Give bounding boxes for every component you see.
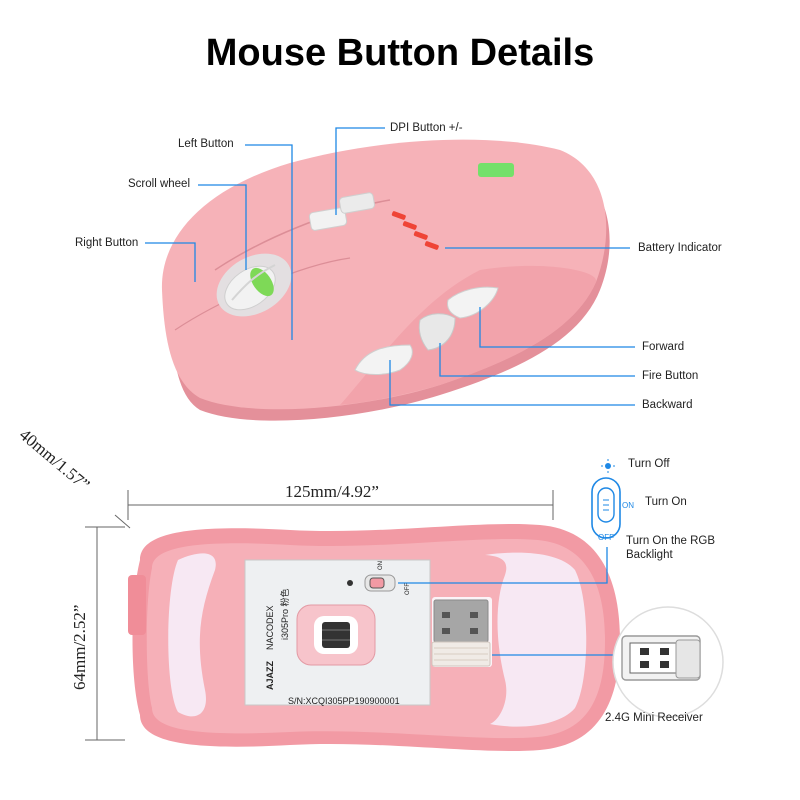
page-title: Mouse Button Details [205,32,595,74]
plate-switch-on: ON [378,561,384,570]
receiver-label: 2.4G Mini Receiver [605,712,703,724]
plate-serial: S/N:XCQI305PP190900001 [288,696,400,706]
mouse-bottom-view [128,523,620,752]
plate-switch-off: OFF [405,583,411,595]
callout-forward: Forward [642,341,685,353]
switch-on-mark: ON [622,501,634,510]
callout-left-button: Left Button [178,138,234,150]
receiver-closeup [612,606,724,718]
callout-battery-indicator: Battery Indicator [638,242,722,254]
callout-dpi-button: DPI Button +/- [390,122,463,134]
plate-model: i305Pro 粉色 [280,588,290,640]
dimension-length: 125mm/4.92” [285,482,379,501]
switch-off-mark: OFF [598,533,614,542]
switch-turn-off-label: Turn Off [628,458,670,470]
dimension-lines [85,490,554,741]
mouse-top-view [161,139,610,421]
switch-diagram [591,459,621,539]
dimension-width: 64mm/2.52” [70,604,89,690]
callout-lines [145,127,635,406]
callout-right-button: Right Button [75,237,139,249]
switch-turn-on-label: Turn On [645,496,687,508]
callout-fire-button: Fire Button [642,370,699,382]
plate-brand-b: NACODEX [265,605,275,650]
switch-rgb-label: Turn On the RGB Backlight [626,535,716,561]
switch-callout-line [398,547,608,584]
callout-scroll-wheel: Scroll wheel [128,178,190,190]
callout-backward: Backward [642,399,693,411]
plate-brand-a: AJAZZ [265,661,275,690]
